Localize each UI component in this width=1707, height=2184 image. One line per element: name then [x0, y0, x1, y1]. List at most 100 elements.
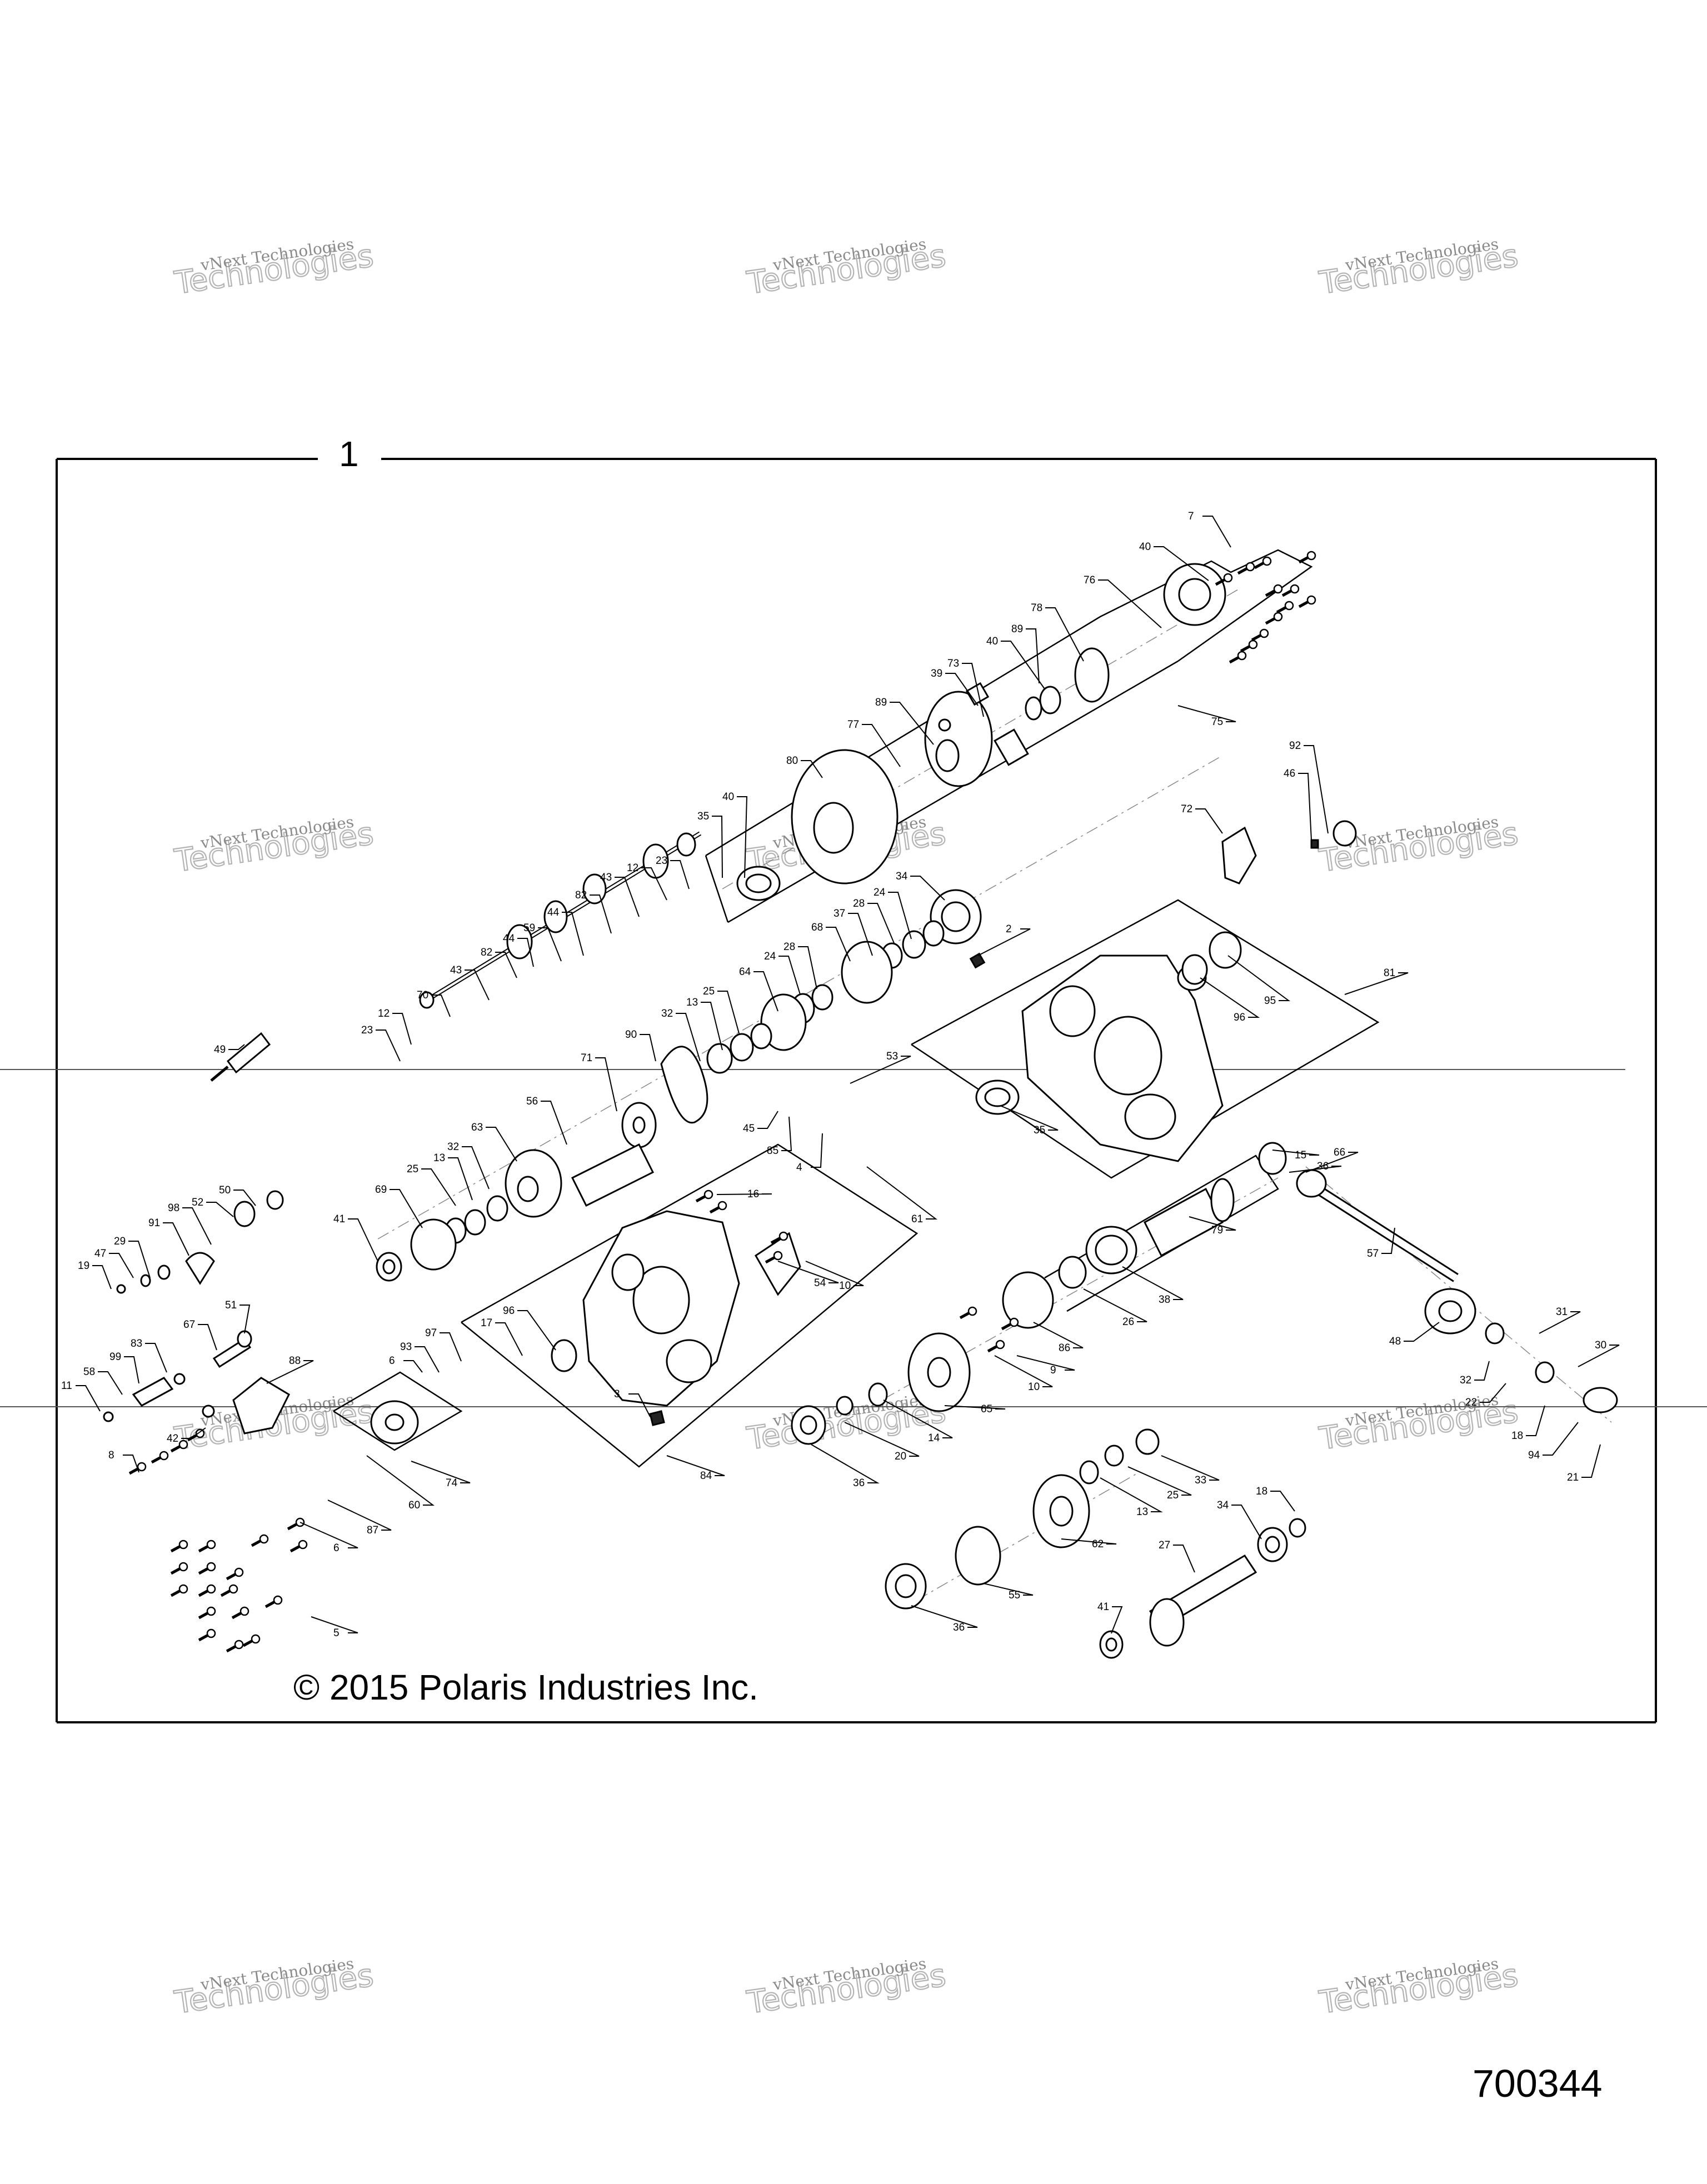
group-outline-74 [333, 1371, 463, 1451]
callout-number: 10 [839, 1280, 851, 1292]
bolt [198, 1562, 216, 1575]
part-callout: 85 [767, 1116, 792, 1157]
part-callout: 45 [743, 1111, 778, 1135]
bracket-88 [232, 1377, 290, 1435]
part-callout: 73 [947, 658, 984, 717]
part-callout: 44 [503, 933, 534, 967]
callout-number: 8 [108, 1450, 114, 1461]
part-callout: 30 [1578, 1340, 1620, 1367]
part-callout: 50 [219, 1185, 256, 1206]
callout-number: 6 [333, 1542, 340, 1554]
part-callout: 38 [1122, 1266, 1184, 1306]
part-callout: 47 [94, 1248, 134, 1278]
callout-number: 39 [931, 668, 942, 679]
callout-number: 78 [1031, 602, 1042, 614]
part-callout: 58 [83, 1366, 123, 1395]
document-number: 700344 [1473, 2062, 1603, 2105]
callout-number: 62 [1092, 1538, 1104, 1550]
part-callout: 91 [148, 1217, 189, 1256]
callout-number: 47 [94, 1248, 106, 1260]
callout-number: 21 [1567, 1472, 1579, 1483]
callout-number: 38 [1159, 1294, 1170, 1306]
callout-number: 27 [1159, 1540, 1170, 1551]
callout-number: 9 [1050, 1365, 1056, 1376]
bolt [170, 1440, 188, 1453]
part-callout: 75 [1177, 705, 1236, 728]
part-callout: 28 [783, 941, 817, 989]
part-callout: 13 [1100, 1477, 1163, 1518]
part-callout: 66 [1305, 1147, 1359, 1173]
part-callout: 83 [131, 1338, 167, 1373]
seal-96b [551, 1339, 577, 1372]
assembly-frame [56, 458, 1657, 1723]
part-callout: 12 [378, 1008, 412, 1045]
callout-number: 43 [450, 964, 462, 976]
gear-78 [1074, 647, 1110, 703]
washer-94 [1583, 1387, 1618, 1413]
callout-number: 96 [1234, 1012, 1245, 1023]
part-callout: 40 [1139, 541, 1209, 581]
part-callout: 59 [523, 922, 562, 962]
bolt [287, 1517, 305, 1531]
part-callout: 93 [400, 1341, 440, 1373]
bolt [1298, 595, 1316, 608]
part-callout: 32 [661, 1008, 701, 1062]
bolt [220, 1584, 238, 1597]
bolt [1265, 612, 1283, 625]
part-callout: 39 [931, 668, 979, 706]
bolt [231, 1606, 249, 1620]
callout-number: 55 [1009, 1590, 1020, 1601]
part-callout: 64 [739, 966, 778, 1012]
part-callout: 20 [844, 1422, 920, 1462]
callout-number: 35 [1034, 1125, 1045, 1136]
callout-number: 91 [148, 1217, 160, 1229]
bolt [242, 1634, 261, 1647]
callout-number: 43 [600, 872, 612, 883]
callout-number: 73 [947, 658, 959, 669]
part-callout: 25 [1127, 1466, 1192, 1501]
callout-number: 25 [703, 986, 715, 997]
callout-number: 79 [1211, 1225, 1223, 1236]
part-callout: 4 [796, 1133, 823, 1173]
callout-number: 48 [1389, 1336, 1401, 1347]
part-callout: 42 [167, 1427, 206, 1445]
bolt [1276, 601, 1294, 614]
shaft-56 [571, 1143, 655, 1207]
bolt [226, 1567, 244, 1581]
callout-number: 44 [547, 907, 560, 918]
shaft-79 [1144, 1187, 1224, 1257]
callout-number: 26 [1122, 1316, 1134, 1328]
part-callout: 21 [1567, 1444, 1601, 1483]
part-callout: 52 [192, 1197, 234, 1217]
part-callout: 82 [575, 889, 612, 934]
chain-90 [660, 1046, 708, 1124]
callout-number: 82 [481, 947, 492, 958]
callout-number: 18 [1511, 1430, 1523, 1442]
part-callout: 17 [481, 1317, 523, 1356]
bolt [198, 1540, 216, 1553]
callout-number: 53 [886, 1051, 898, 1062]
callout-number: 72 [1181, 803, 1192, 815]
callout-number: 20 [895, 1451, 906, 1462]
callout-number: 31 [1556, 1306, 1568, 1318]
bolt [290, 1540, 308, 1553]
part-callout: 14 [883, 1400, 953, 1444]
callout-number: 42 [167, 1433, 178, 1445]
part-callout: 34 [1217, 1500, 1262, 1540]
part-callout: 15 [1272, 1150, 1320, 1161]
bolt [1254, 556, 1272, 569]
bolt [151, 1451, 169, 1464]
part-callout: 69 [375, 1184, 423, 1228]
copyright-notice: © 2015 Polaris Industries Inc. [293, 1667, 758, 1707]
callout-number: 70 [417, 989, 428, 1001]
callout-number: 56 [526, 1096, 538, 1107]
part-callout: 67 [183, 1319, 217, 1351]
callout-number: 80 [786, 755, 798, 767]
callout-number: 45 [743, 1123, 755, 1135]
callout-number: 96 [503, 1305, 515, 1317]
callout-number: 25 [1167, 1490, 1179, 1501]
bolt [1281, 584, 1300, 597]
part-callout: 12 [627, 862, 667, 901]
